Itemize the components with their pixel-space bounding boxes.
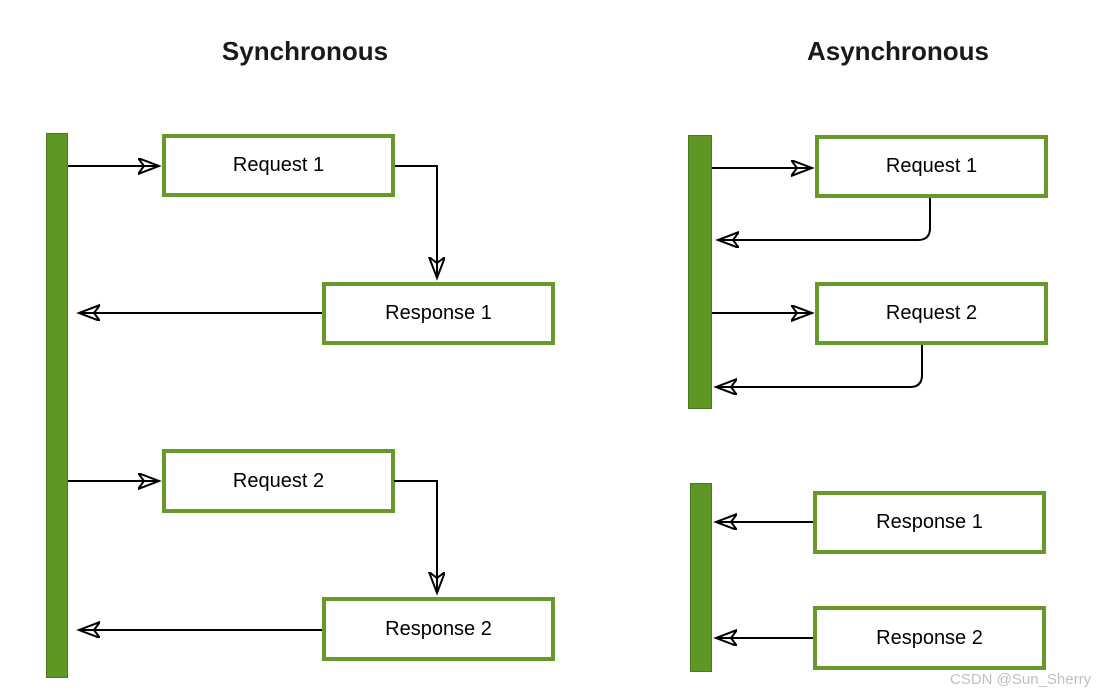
synchronous-panel-title: Synchronous <box>221 36 389 66</box>
async-response-1-box: Response 1 <box>813 491 1046 554</box>
async-request-2-box: Request 2 <box>815 282 1048 345</box>
async-lifeline-bar-top <box>688 135 712 409</box>
sync-lifeline-bar <box>46 133 68 678</box>
arrow-sync-request-1-to-response-1 <box>395 165 437 277</box>
sync-response-2-box: Response 2 <box>322 597 555 661</box>
sync-request-2-box: Request 2 <box>162 449 395 513</box>
asynchronous-panel-title: Asynchronous <box>806 36 990 66</box>
async-lifeline-bar-bottom <box>690 483 712 672</box>
csdn-watermark: CSDN @Sun_Sherry <box>950 671 1092 688</box>
async-request-1-box: Request 1 <box>815 135 1048 198</box>
arrow-async-request-1-return <box>719 198 931 240</box>
arrow-sync-request-2-to-response-2 <box>394 480 437 592</box>
async-response-2-box: Response 2 <box>813 606 1046 670</box>
arrow-async-request-2-return <box>717 345 923 387</box>
sync-response-1-box: Response 1 <box>322 282 555 345</box>
sync-request-1-box: Request 1 <box>162 134 395 197</box>
